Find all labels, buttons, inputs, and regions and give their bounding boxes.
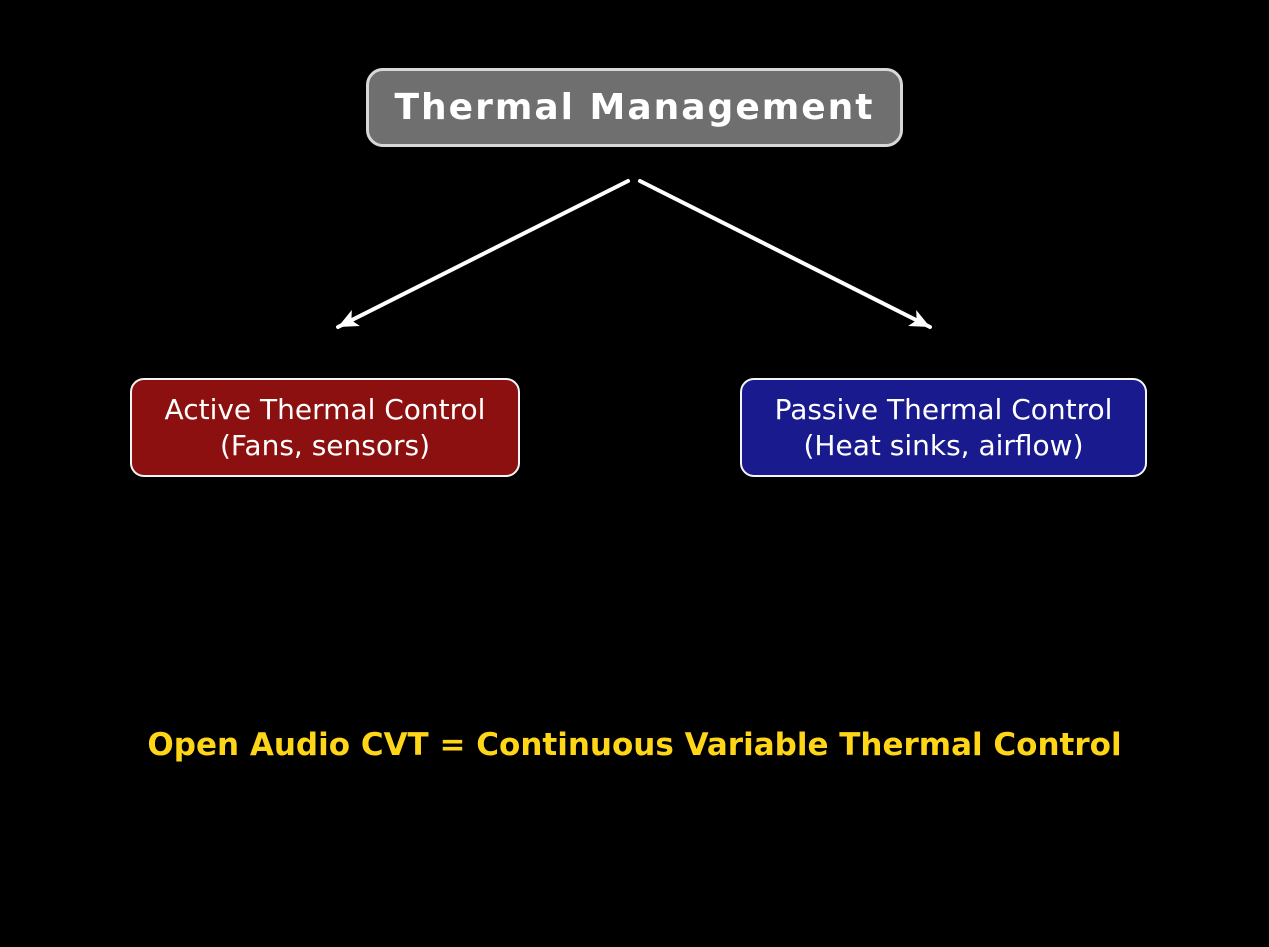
caption-text: Open Audio CVT = Continuous Variable The…	[147, 727, 1122, 763]
node-passive-subtitle: (Heat sinks, airflow)	[803, 428, 1084, 462]
arrow-to-active	[336, 179, 630, 329]
node-passive-thermal-control: Passive Thermal Control (Heat sinks, air…	[740, 378, 1147, 477]
root-node-label: Thermal Management	[394, 87, 875, 128]
node-passive-title: Passive Thermal Control	[774, 392, 1113, 426]
node-active-title: Active Thermal Control	[164, 392, 486, 426]
node-active-subtitle: (Fans, sensors)	[219, 428, 431, 462]
root-node-thermal-management: Thermal Management	[366, 68, 903, 147]
node-active-thermal-control: Active Thermal Control (Fans, sensors)	[130, 378, 520, 477]
arrow-to-passive	[638, 179, 932, 329]
